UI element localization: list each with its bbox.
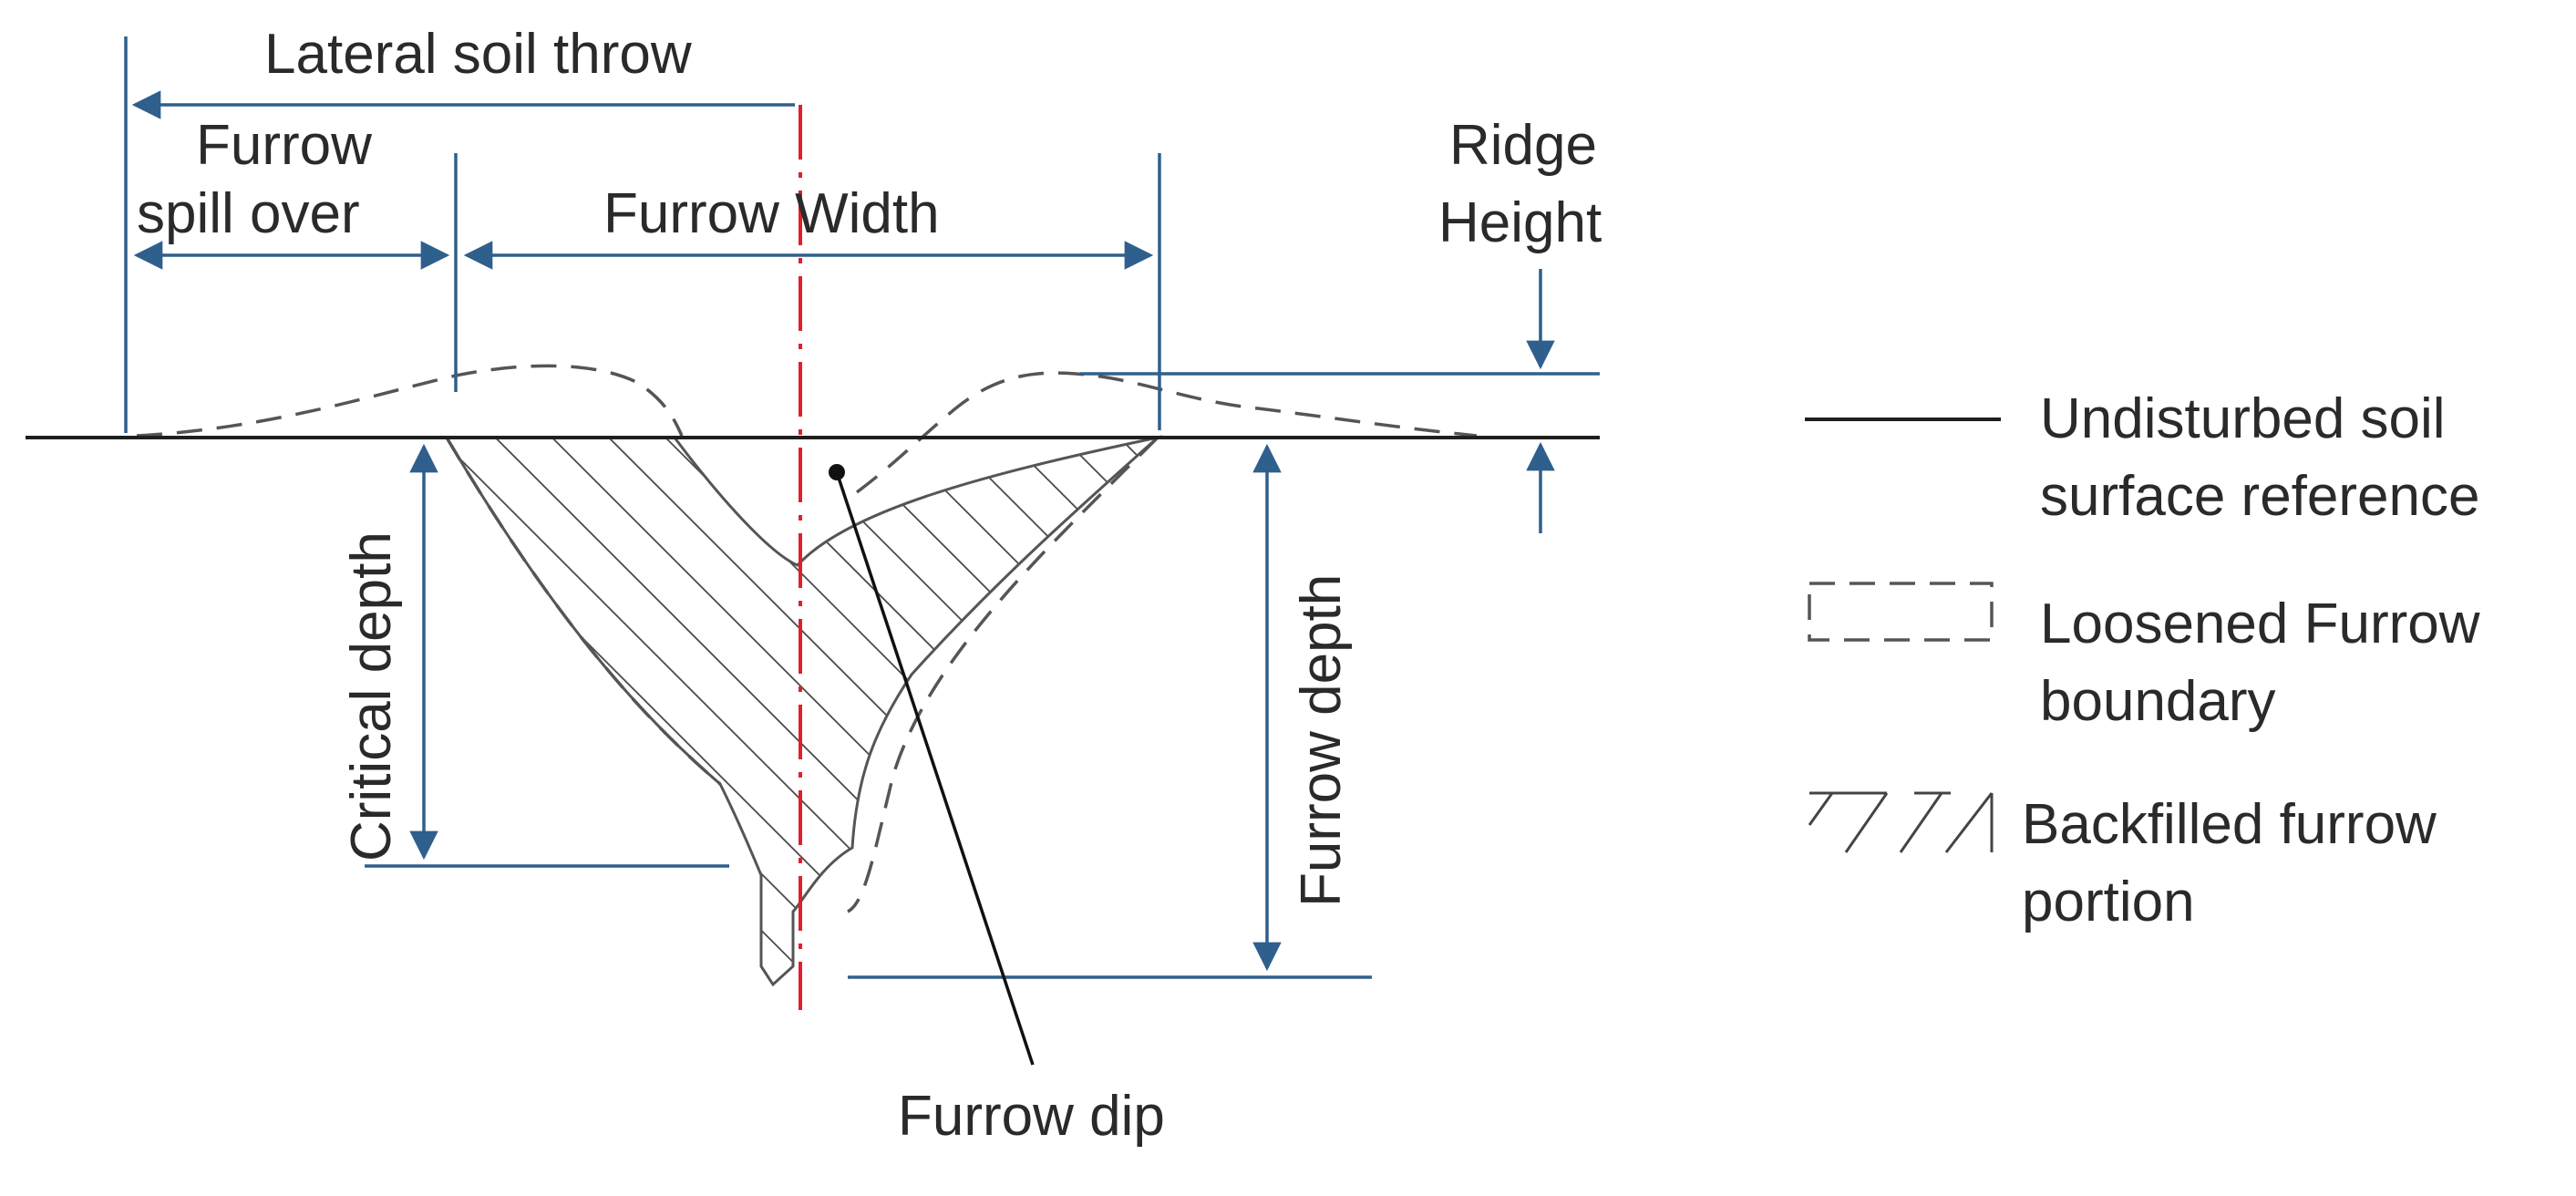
furrow-spill-over-label-1: Furrow — [196, 114, 372, 177]
legend: Undisturbed soil surface reference Loose… — [1805, 387, 2480, 933]
legend-loosened-label-2: boundary — [2040, 670, 2276, 733]
legend-loosened-label-1: Loosened Furrow — [2040, 593, 2480, 655]
legend-backfilled-label-2: portion — [2022, 871, 2195, 933]
ridge-height-label-1: Ridge — [1449, 114, 1597, 177]
critical-depth-label: Critical depth — [340, 531, 403, 861]
furrow-width-label: Furrow Width — [603, 182, 940, 245]
legend-undisturbed-label-2: surface reference — [2040, 465, 2479, 528]
legend-loosened-swatch — [1808, 582, 1994, 642]
legend-backfilled-label-1: Backfilled furrow — [2022, 793, 2437, 856]
furrow-spill-over-label-2: spill over — [137, 182, 360, 245]
ridge-height-label-2: Height — [1438, 191, 1602, 254]
loosened-furrow-boundary — [136, 364, 1478, 913]
furrow-dip-leader — [835, 471, 1035, 1066]
furrow-dip-label: Furrow dip — [898, 1085, 1165, 1148]
legend-backfilled-swatch — [1808, 791, 1994, 853]
legend-undisturbed-label-1: Undisturbed soil — [2040, 387, 2446, 450]
furrow-depth-label: Furrow depth — [1290, 574, 1353, 907]
lateral-soil-throw-label: Lateral soil throw — [264, 23, 692, 86]
